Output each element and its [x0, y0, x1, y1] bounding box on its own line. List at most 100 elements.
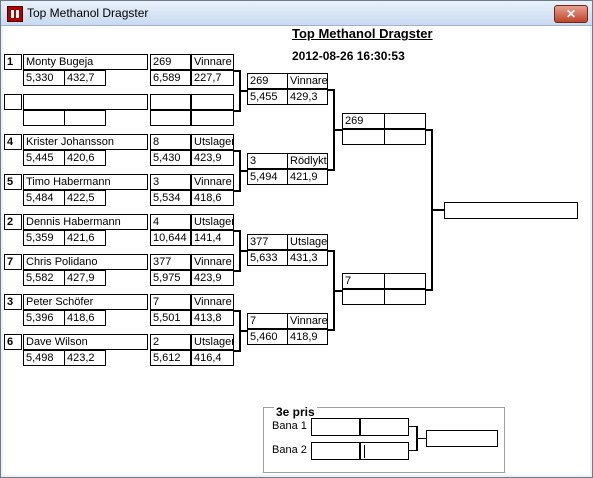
driver-name-field[interactable]: Peter Schöfer	[23, 294, 148, 310]
semi-result-field[interactable]	[384, 113, 426, 129]
speed-field[interactable]: 422,5	[64, 190, 106, 206]
reaction-time-field[interactable]: 5,484	[23, 190, 65, 206]
title-bar[interactable]: Top Methanol Dragster ✕	[1, 1, 592, 26]
speed-field[interactable]: 418,6	[64, 310, 106, 326]
driver-name-field[interactable]: Chris Polidano	[23, 254, 148, 270]
driver-name-field[interactable]: Monty Bugeja	[23, 54, 148, 70]
r2-mph-field[interactable]: 429,3	[287, 89, 328, 105]
seed-number: 3	[4, 294, 22, 310]
r2-mph-field[interactable]: 418,9	[287, 329, 328, 345]
reaction-time-field[interactable]: 5,582	[23, 270, 65, 286]
lane2-field-b[interactable]	[360, 442, 409, 460]
lane1-field-b[interactable]	[360, 418, 409, 436]
window-title: Top Methanol Dragster	[27, 6, 149, 20]
semi-result-field[interactable]	[384, 273, 426, 289]
driver-name-field[interactable]: Dennis Habermann	[23, 214, 148, 230]
mph-field[interactable]: 141,4	[191, 230, 234, 246]
r2-result-field[interactable]: Utslagen	[287, 234, 328, 250]
car-number-field[interactable]: 4	[150, 214, 191, 230]
driver-name-field[interactable]: Krister Johansson	[23, 134, 148, 150]
driver-name-field[interactable]: Timo Habermann	[23, 174, 148, 190]
semi-mph-field[interactable]	[384, 129, 426, 145]
elapsed-time-field[interactable]: 10,644	[150, 230, 191, 246]
driver-name-field[interactable]	[23, 94, 148, 110]
elapsed-time-field[interactable]: 5,612	[150, 350, 191, 366]
reaction-time-field[interactable]: 5,330	[23, 70, 65, 86]
seed-number: 6	[4, 334, 22, 350]
speed-field[interactable]: 423,2	[64, 350, 106, 366]
lane1-field-a[interactable]	[311, 418, 360, 436]
speed-field[interactable]: 420,6	[64, 150, 106, 166]
r2-result-field[interactable]: Vinnare	[287, 73, 328, 89]
elapsed-time-field[interactable]: 6,589	[150, 70, 191, 86]
r2-elapsed-time-field[interactable]: 5,455	[247, 89, 288, 105]
elapsed-time-field[interactable]	[150, 110, 191, 126]
driver-name-field[interactable]: Dave Wilson	[23, 334, 148, 350]
r2-result-field[interactable]: Rödlykta	[287, 153, 328, 169]
result-field[interactable]: Vinnare	[191, 174, 234, 190]
r2-mph-field[interactable]: 421,9	[287, 169, 328, 185]
r2-car-number-field[interactable]: 3	[247, 153, 288, 169]
r2-result-field[interactable]: Vinnare	[287, 313, 328, 329]
elapsed-time-field[interactable]: 5,975	[150, 270, 191, 286]
mph-field[interactable]: 423,9	[191, 270, 234, 286]
semi-elapsed-time-field[interactable]	[342, 129, 385, 145]
timestamp: 2012-08-26 16:30:53	[292, 49, 405, 63]
car-number-field[interactable]: 269	[150, 54, 191, 70]
close-button[interactable]: ✕	[554, 5, 588, 23]
elapsed-time-field[interactable]: 5,430	[150, 150, 191, 166]
car-number-field[interactable]: 377	[150, 254, 191, 270]
semi-car-number-field[interactable]: 269	[342, 113, 385, 129]
car-number-field[interactable]: 7	[150, 294, 191, 310]
seed-number: 5	[4, 174, 22, 190]
third-place-winner-field[interactable]	[426, 430, 498, 447]
reaction-time-field[interactable]: 5,359	[23, 230, 65, 246]
result-field[interactable]	[191, 94, 234, 110]
r2-car-number-field[interactable]: 7	[247, 313, 288, 329]
elapsed-time-field[interactable]: 5,534	[150, 190, 191, 206]
elapsed-time-field[interactable]: 5,501	[150, 310, 191, 326]
car-number-field[interactable]: 3	[150, 174, 191, 190]
r2-mph-field[interactable]: 431,3	[287, 250, 328, 266]
result-field[interactable]: Vinnare	[191, 254, 234, 270]
semi-car-number-field[interactable]: 7	[342, 273, 385, 289]
result-field[interactable]: Utslagen	[191, 214, 234, 230]
mph-field[interactable]: 227,7	[191, 70, 234, 86]
reaction-time-field[interactable]: 5,396	[23, 310, 65, 326]
speed-field[interactable]: 421,6	[64, 230, 106, 246]
text-caret	[364, 445, 365, 458]
car-number-field[interactable]	[150, 94, 191, 110]
reaction-time-field[interactable]: 5,445	[23, 150, 65, 166]
semi-elapsed-time-field[interactable]	[342, 289, 385, 305]
result-field[interactable]: Utslagen	[191, 134, 234, 150]
third-place-panel: 3e pris Bana 1 Bana 2	[263, 405, 505, 473]
final-winner-field[interactable]	[444, 202, 578, 219]
mph-field[interactable]: 413,8	[191, 310, 234, 326]
r2-elapsed-time-field[interactable]: 5,494	[247, 169, 288, 185]
reaction-time-field[interactable]	[23, 110, 65, 126]
speed-field[interactable]	[64, 110, 106, 126]
car-number-field[interactable]: 2	[150, 334, 191, 350]
r2-elapsed-time-field[interactable]: 5,460	[247, 329, 288, 345]
semi-mph-field[interactable]	[384, 289, 426, 305]
result-field[interactable]: Vinnare	[191, 54, 234, 70]
mph-field[interactable]	[191, 110, 234, 126]
seed-number: 2	[4, 214, 22, 230]
speed-field[interactable]: 432,7	[64, 70, 106, 86]
mph-field[interactable]: 418,6	[191, 190, 234, 206]
mph-field[interactable]: 416,4	[191, 350, 234, 366]
r2-car-number-field[interactable]: 377	[247, 234, 288, 250]
seed-number	[4, 94, 22, 110]
mph-field[interactable]: 423,9	[191, 150, 234, 166]
lane2-field-a[interactable]	[311, 442, 360, 460]
lane1-label: Bana 1	[272, 420, 307, 432]
r2-car-number-field[interactable]: 269	[247, 73, 288, 89]
result-field[interactable]: Vinnare	[191, 294, 234, 310]
speed-field[interactable]: 427,9	[64, 270, 106, 286]
r2-elapsed-time-field[interactable]: 5,633	[247, 250, 288, 266]
reaction-time-field[interactable]: 5,498	[23, 350, 65, 366]
seed-number: 1	[4, 54, 22, 70]
result-field[interactable]: Utslagen	[191, 334, 234, 350]
car-number-field[interactable]: 8	[150, 134, 191, 150]
